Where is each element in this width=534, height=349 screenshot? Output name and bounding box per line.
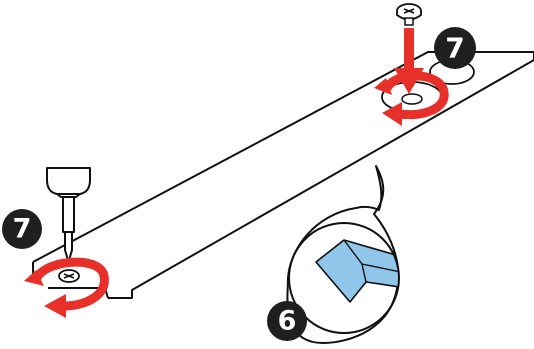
- step-number-screw-top: 7: [445, 32, 464, 65]
- board-bottom-edge: [108, 59, 534, 299]
- rotate-clockwise-arrow-icon: [24, 257, 109, 318]
- step-number-screw-left: 7: [13, 214, 32, 245]
- step-badge-screw-left: 7: [2, 209, 42, 249]
- step-number-insert-module: 6: [278, 306, 297, 337]
- rotate-clockwise-arrow-icon: [374, 71, 449, 126]
- screw-icon: [58, 269, 80, 283]
- m2-board: [32, 51, 534, 299]
- board-top-edge: [32, 51, 534, 263]
- screw-icon: [396, 3, 422, 26]
- screwdriver-icon: [46, 167, 91, 263]
- step-badge-insert-module: 6: [267, 301, 307, 341]
- left-screw-group: 7: [2, 167, 109, 318]
- top-screw-seat-inner: [401, 93, 423, 105]
- zoom-callout: 6: [267, 165, 400, 344]
- down-arrow-icon: [394, 28, 424, 94]
- top-standoff-group: 7: [374, 3, 476, 126]
- step-badge-screw-top: 7: [434, 27, 476, 69]
